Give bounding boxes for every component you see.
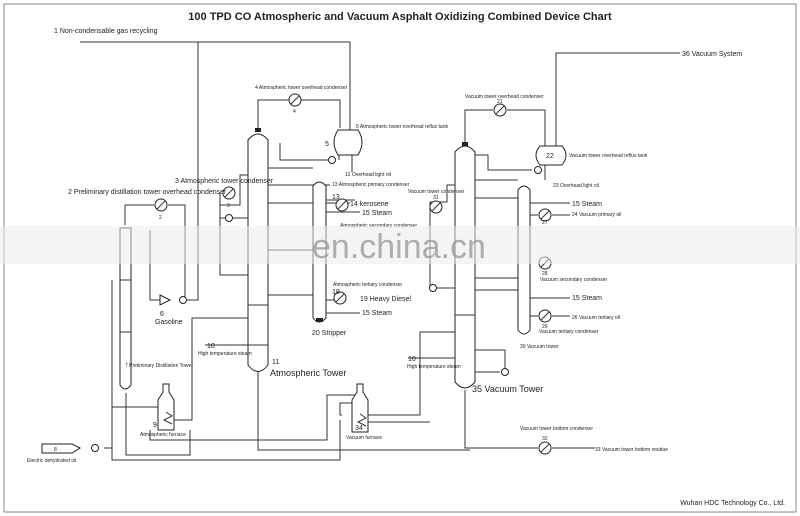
svg-text:9: 9 [153,422,157,429]
condenser-21-icon [493,103,507,117]
svg-text:6: 6 [160,311,164,318]
gasoline-valve-icon [159,294,172,306]
label-kerosene: 14 kerosene [350,201,389,208]
label-vacuum-furnace: Vacuum furnace [346,435,382,441]
svg-text:21: 21 [497,99,503,105]
svg-text:15 Steam: 15 Steam [572,295,602,302]
svg-text:8: 8 [54,447,57,453]
svg-text:11: 11 [272,359,279,366]
condenser-13-icon [335,198,349,212]
condenser-29-icon [538,309,552,323]
label-condenser-3: 3 Atmospheric tower condenser [175,178,274,185]
condenser-31-icon [429,200,443,214]
svg-text:13: 13 [332,194,340,201]
watermark: en.china.cn [312,228,486,266]
pump-icon [91,444,99,452]
label-vacuum-tower: 35 Vacuum Tower [472,384,543,394]
label-preliminary-tower: 7 Preliminary Distillation Tower [125,363,193,369]
label-vac-overhead-light-oil: 23 Overhead light oil [553,183,599,189]
pump-icon [501,368,509,376]
svg-text:10: 10 [408,356,416,363]
label-vacuum-system: 36 Vacuum System [682,51,742,58]
label-primary-condenser: 13 Atmospheric primary condenser [332,182,410,188]
label-condenser-27: 27 [542,220,548,226]
label-heavy-diesel: 19 Heavy Diesel [360,296,411,303]
svg-text:18: 18 [332,289,340,296]
pump-icons [91,156,542,452]
svg-text:15 Steam: 15 Steam [362,310,392,317]
condenser-4-icon [288,93,302,107]
condenser-27-icon [538,208,552,222]
label-reflux-tank-5: 5 Atmospheric tower overhead reflux tank [356,124,448,130]
atmospheric-furnace [157,383,175,431]
svg-text:22: 22 [546,153,554,160]
label-steam-a: High temperature steam [198,351,252,357]
condenser-2-icon [154,198,168,212]
label-feed: Electric dehydrated oil [27,458,76,464]
svg-text:5: 5 [325,141,329,148]
svg-text:2: 2 [159,215,162,221]
svg-text:34: 34 [355,425,363,432]
label-vac-tertiary-condenser: Vacuum tertiary condenser [539,329,599,335]
svg-text:32: 32 [542,436,548,442]
watermark-band [0,226,800,264]
label-vac-reflux-tank: Vacuum tower overhead reflux tank [569,153,648,159]
label-atm-tertiary-condenser: Atmospheric tertiary condenser [333,282,403,288]
diagram-title: 100 TPD CO Atmospheric and Vacuum Asphal… [188,11,612,23]
svg-text:10: 10 [207,343,215,350]
vacuum-reflux-tank [535,145,567,166]
label-steam: 15 Steam [362,210,392,217]
pump-icon [225,214,233,222]
label-vac-overhead-condenser: Vacuum tower overhead condenser [465,94,544,100]
condenser-18-icon [333,291,347,305]
label-vac-bottom-residue: 33 Vacuum tower bottom residue [595,447,668,453]
label-vac-tertiary-oil: 26 Vacuum tertiary oil [572,315,620,321]
label-gas-recycling: 1 Non-condensable gas recycling [54,28,158,35]
label-stripper: 20 Stripper [312,330,347,337]
label-vac-condenser: Vacuum tower condenser [408,189,465,195]
pump-icon [328,156,336,164]
svg-text:3: 3 [227,203,230,209]
svg-text:31: 31 [433,195,439,201]
pump-icon [179,296,187,304]
label-gasoline: Gasoline [155,319,183,326]
label-atm-furnace: Atmospheric furnace [140,432,186,438]
label-vacuum-stripper: 30 Vacuum tower [520,344,559,350]
svg-text:29: 29 [542,324,548,330]
label-vac-bottom-condenser: Vacuum tower bottom condenser [520,426,593,432]
label-atmospheric-tower: Atmospheric Tower [270,368,346,378]
vacuum-furnace [351,383,369,433]
preliminary-distillation-tower [119,227,132,390]
pump-icon [534,166,542,174]
heat-exchanger-icons [154,93,552,455]
condenser-3-icon [222,186,236,200]
svg-text:28: 28 [542,271,548,277]
company-footer: Wuhan HDC Technology Co., Ltd. [680,500,785,507]
pump-icon [429,284,437,292]
svg-text:4: 4 [293,109,296,115]
label-vac-secondary-condenser: Vacuum secondary condenser [540,277,608,283]
label-condenser-2: 2 Preliminary distillation tower overhea… [68,189,227,196]
condenser-32-icon [538,441,552,455]
label-overhead-light-oil: 12 Overhead light oil [345,172,391,178]
atmospheric-reflux-tank [333,129,363,156]
label-steam-b: High temperature steam [407,364,461,370]
vacuum-tower [454,142,476,389]
label-condenser-4: 4 Atmospheric tower overhead condenser [255,85,348,91]
svg-text:15 Steam: 15 Steam [572,201,602,208]
feed-tank [41,443,82,454]
label-vac-primary-oil: 24 Vacuum primary oil [572,212,621,218]
